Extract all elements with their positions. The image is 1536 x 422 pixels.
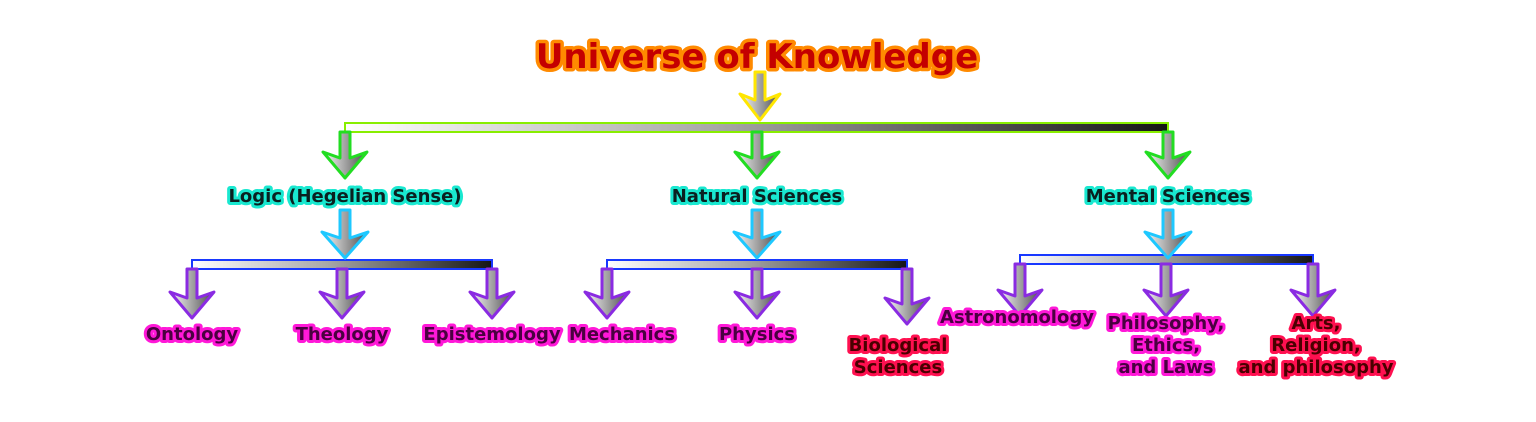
branch-1-child-3-arrow-icon (468, 267, 516, 320)
branch-3-child-1-arrow-icon (996, 262, 1044, 318)
branch-1-child-1-arrow-icon (168, 267, 216, 320)
labels: Universe of Knowledge Logic (Hegelian Se… (143, 34, 1397, 382)
branch-2-child-2-label-line: Physics (719, 324, 795, 345)
branch-3-child-3-label-line: and philosophy (1238, 357, 1393, 378)
root-arrow-icon (738, 70, 782, 122)
branch-3-arrow-icon (1144, 130, 1192, 180)
branch-2-sub-arrow-icon (732, 208, 782, 260)
branch-1-child-2-label-line: Theology (296, 324, 389, 345)
branch-2-child-3-label-line: Sciences (854, 357, 942, 378)
branch-2-child-3-arrow-icon (883, 267, 931, 326)
branch-1-child-1-label-line: Ontology (146, 324, 239, 345)
branch-1-arrow-icon (321, 130, 369, 180)
branch-3-child-3-arrow-icon (1289, 262, 1337, 318)
branch-1-sub-arrow-icon (320, 208, 370, 260)
branch-1-child-3-label-line: Epistemology (423, 324, 560, 345)
branch-3-sub-arrow-icon (1143, 208, 1193, 260)
branch-3-child-3-label-line: Arts, (1292, 313, 1341, 334)
arrows (168, 70, 1337, 326)
branch-3-child-3-label-line: Religion, (1271, 335, 1360, 356)
connectors (191, 122, 1314, 270)
branch-2-child-1-arrow-icon (583, 267, 631, 320)
branch-2-label: Natural Sciences (672, 186, 843, 207)
branch-2-child-2-arrow-icon (733, 267, 781, 320)
branch-3-child-1-label-line: Astronomology (940, 307, 1094, 328)
branch-3-child-2-label-line: Ethics, (1132, 335, 1200, 356)
branch-3-label: Mental Sciences (1086, 186, 1251, 207)
branch-3-child-2-label-line: and Laws (1118, 357, 1213, 378)
branch-2-arrow-icon (733, 130, 781, 180)
branch-2-child-3-label-line: Biological (849, 335, 948, 356)
branch-3-child-2-arrow-icon (1142, 262, 1190, 318)
branch-1-child-2-arrow-icon (318, 267, 366, 320)
root-node-label: Universe of Knowledge (536, 37, 978, 77)
branch-1-label: Logic (Hegelian Sense) (228, 186, 461, 207)
branch-2-child-1-label-line: Mechanics (569, 324, 675, 345)
branch-3-child-2-label-line: Philosophy, (1108, 313, 1225, 334)
